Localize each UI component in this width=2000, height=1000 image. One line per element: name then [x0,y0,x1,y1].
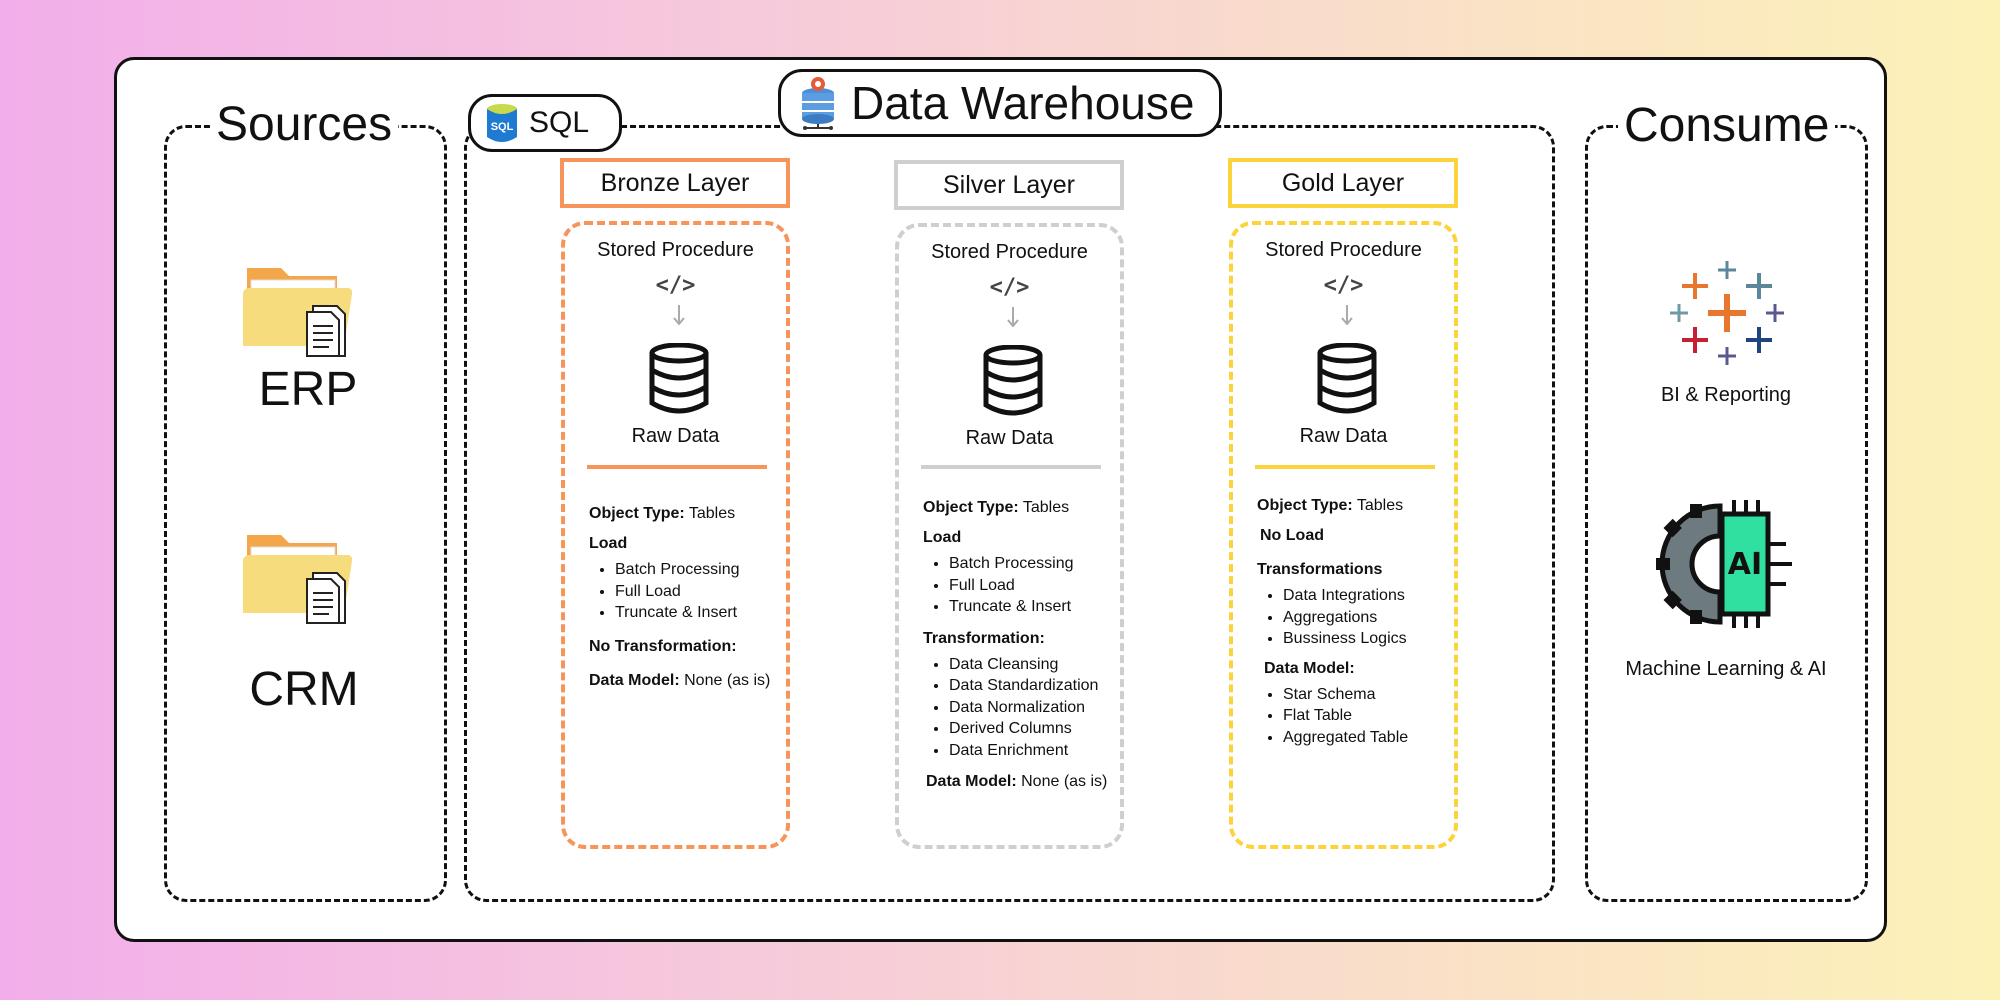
bronze-divider [587,465,767,469]
load-label: Load [923,529,962,546]
bronze-layer-header: Bronze Layer [560,158,790,208]
object-type-label: Object Type: [923,499,1019,516]
warehouse-title: Data Warehouse [851,77,1195,129]
database-icon [1317,343,1377,414]
list-item: Bussiness Logics [1283,628,1462,650]
arrow-down-icon [673,305,685,325]
silver-layer-header: Silver Layer [894,160,1124,210]
load-list: Batch Processing Full Load Truncate & In… [923,553,1128,618]
database-icon [983,345,1043,416]
sql-database-icon: SQL [487,104,517,142]
list-item: Aggregations [1283,607,1462,629]
transformation-list: Data Integrations Aggregations Bussiness… [1257,585,1462,650]
gold-details: Object Type: Tables No Load Transformati… [1257,495,1462,748]
machine-learning-ai-label: Machine Learning & AI [1625,658,1827,680]
folder-document-icon [243,258,363,363]
database-gear-icon [802,77,834,130]
gold-layer-box: Stored Procedure </> Raw Data Object Typ… [1229,221,1458,849]
data-model-value: None (as is) [684,671,771,689]
silver-stored-procedure-label: Stored Procedure [931,241,1088,263]
folder-document-icon [243,525,363,630]
sql-server-pill: SQL SQL [468,94,622,152]
arrow-down-icon [1007,307,1019,327]
sources-title: Sources [210,97,399,153]
transformation-label: Transformations [1257,561,1383,578]
data-model-label: Data Model: [926,773,1017,790]
list-item: Batch Processing [615,559,789,581]
sql-label: SQL [529,106,590,139]
sources-panel [164,125,447,902]
arrow-down-icon [1341,305,1353,325]
list-item: Data Enrichment [949,740,1128,762]
silver-details: Object Type: Tables Load Batch Processin… [923,497,1128,793]
sql-badge: SQL [491,121,514,133]
object-type-label: Object Type: [589,505,685,522]
list-item: Data Cleansing [949,654,1128,676]
source-erp-label: ERP [258,363,358,416]
database-icon [649,343,709,414]
tableau-icon [1670,261,1784,365]
list-item: Flat Table [1283,705,1462,727]
silver-raw-data-label: Raw Data [965,427,1054,449]
data-model-value: None (as is) [1021,773,1108,790]
transformation-list: Data Cleansing Data Standardization Data… [923,654,1128,762]
list-item: Truncate & Insert [949,596,1128,618]
source-crm-label: CRM [249,663,359,716]
list-item: Batch Processing [949,553,1128,575]
bronze-stored-procedure-label: Stored Procedure [597,239,754,261]
bronze-raw-data-label: Raw Data [631,425,720,447]
list-item: Full Load [949,575,1128,597]
data-model-list: Star Schema Flat Table Aggregated Table [1257,684,1462,749]
load-label: No Load [1260,527,1324,544]
transformation-label: No Transformation: [589,637,737,655]
data-model-label: Data Model: [1264,659,1355,677]
list-item: Data Integrations [1283,585,1462,607]
list-item: Data Normalization [949,697,1128,719]
silver-layer-box: Stored Procedure </> Raw Data Object Typ… [895,223,1124,849]
object-type-value: Tables [1356,497,1404,514]
code-icon: </> [1323,273,1364,298]
gold-divider [1255,465,1435,469]
list-item: Truncate & Insert [615,602,789,624]
gold-layer-header: Gold Layer [1228,158,1458,208]
gold-raw-data-label: Raw Data [1299,425,1388,447]
silver-divider [921,465,1101,469]
load-list: Batch Processing Full Load Truncate & In… [589,559,789,624]
warehouse-title-pill: Data Warehouse [778,69,1222,137]
list-item: Star Schema [1283,684,1462,706]
ai-gear-chip-icon: AI [1656,500,1792,628]
object-type-label: Object Type: [1257,497,1353,514]
bronze-details: Object Type: Tables Load Batch Processin… [589,503,789,692]
list-item: Derived Columns [949,718,1128,740]
code-icon: </> [989,275,1030,300]
ai-icon-text: AI [1728,547,1762,582]
object-type-value: Tables [1022,499,1070,516]
list-item: Data Standardization [949,675,1128,697]
data-model-label: Data Model: [589,671,680,689]
gold-stored-procedure-label: Stored Procedure [1265,239,1422,261]
list-item: Aggregated Table [1283,727,1462,749]
load-label: Load [589,535,628,552]
bronze-layer-box: Stored Procedure </> Raw Data Object Typ… [561,221,790,849]
transformation-label: Transformation: [923,629,1045,647]
consume-title: Consume [1618,98,1836,154]
code-icon: </> [655,273,696,298]
bi-reporting-label: BI & Reporting [1660,384,1792,406]
object-type-value: Tables [688,505,736,522]
list-item: Full Load [615,581,789,603]
